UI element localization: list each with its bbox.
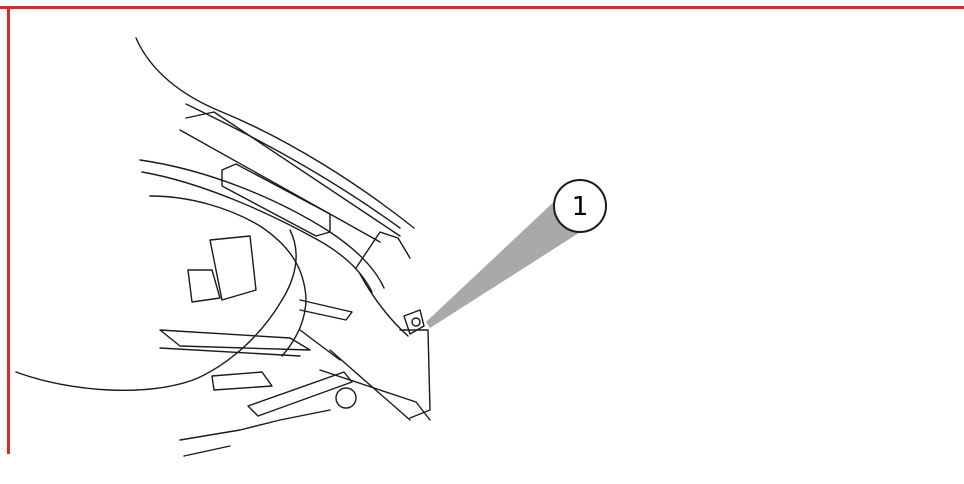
wheel-well-inner [149,195,307,357]
line-art [15,37,431,457]
lower-rail-3 [211,371,273,391]
lower-bracket [247,371,353,417]
wheel-well-arc [15,229,297,392]
strut-2 [209,235,257,301]
lower-cross [319,369,431,421]
pillar-body [359,273,409,337]
hood-rib-1 [185,111,401,237]
fastener [411,317,421,327]
hood-outer-edge-2 [185,103,401,229]
lower-hole [335,387,357,409]
lower-edge [179,409,331,441]
lower-rail-1 [159,329,311,351]
hood-outer-edge [135,37,415,229]
diag-1 [329,349,411,421]
strut-1 [299,299,353,321]
frame-left-border [7,6,10,454]
callout-circle [553,179,607,233]
callout-leader [426,196,596,328]
side-panel [399,329,431,419]
lower-rail-2 [159,347,301,357]
strut-3 [187,269,221,303]
bracket [403,309,425,335]
callout-label: 1 [572,192,589,222]
pillar-left [355,231,411,269]
hood-rib-2 [179,129,381,243]
frame-top-border [0,6,964,9]
slot-panel [221,163,331,237]
lower-edge-2 [183,445,231,457]
fender-arc-inner [141,171,373,293]
diag-2 [299,329,341,361]
fender-arc-outer [139,159,385,289]
